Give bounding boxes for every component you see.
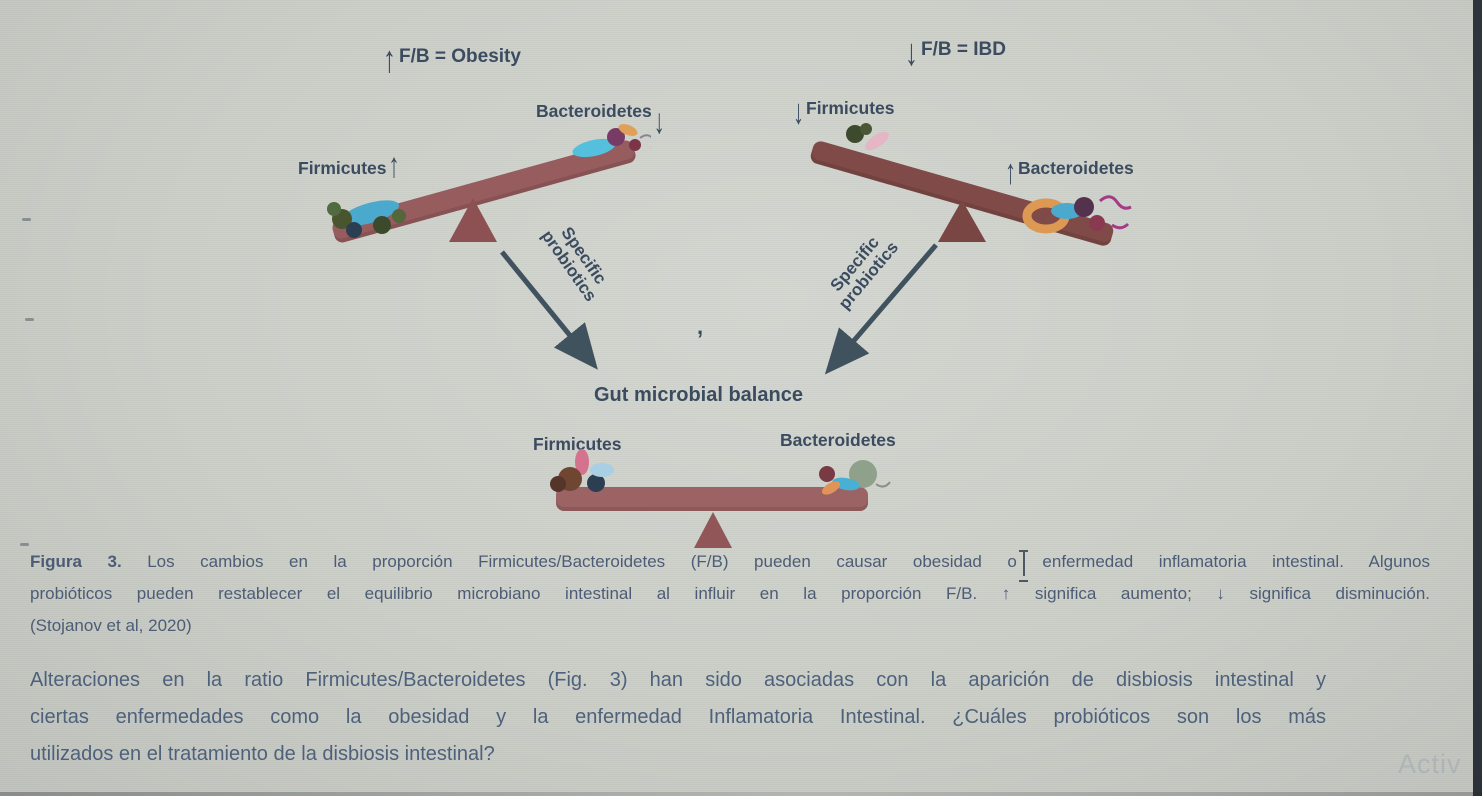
firmicutes-text: Firmicutes [298, 158, 387, 178]
ibd-condition-text: F/B = IBD [921, 39, 1006, 60]
caption-text-1: Los cambios en la proporción Firmicutes/… [121, 552, 1430, 571]
caption-line-2: probióticos pueden restablecer el equili… [30, 584, 1430, 603]
probiotics-label-left: Specific probiotics [537, 223, 611, 305]
firmicutes-text: Firmicutes [533, 434, 622, 454]
ibd-seesaw-fulcrum [938, 200, 986, 242]
caption-figure-number: Figura 3. [30, 552, 122, 571]
up-arrow-icon: ↑ [1005, 151, 1016, 192]
bacteroidetes-text: Bacteroidetes [780, 430, 896, 450]
text-cursor-i-beam [1019, 550, 1028, 582]
caption-line-1: Figura 3. Los cambios en la proporción F… [30, 551, 1430, 573]
obesity-firmicutes-label: Firmicutes ↑ [298, 147, 400, 182]
up-arrow-icon: ↑ [388, 145, 400, 185]
down-arrow-icon: ↓ [905, 30, 918, 74]
question-line-2: ciertas enfermedades como la obesidad y … [30, 706, 1326, 728]
question-line-3: utilizados en el tratamiento de la disbi… [30, 743, 495, 765]
photo-artifact-dash [22, 218, 31, 221]
firmicutes-text: Firmicutes [806, 98, 895, 118]
obesity-seesaw-fulcrum [449, 198, 497, 242]
gut-microbial-balance-title: Gut microbial balance [594, 384, 803, 406]
stray-mark: , [697, 314, 704, 339]
question-line-1: Alteraciones en la ratio Firmicutes/Bact… [30, 669, 1326, 691]
balance-firmicutes-label: Firmicutes [533, 434, 622, 455]
bacteria-cluster-icon [846, 123, 889, 151]
bacteroidetes-text: Bacteroidetes [1018, 158, 1134, 178]
balance-seesaw-fulcrum [694, 512, 732, 548]
activate-watermark: Activ [1398, 749, 1462, 779]
obesity-condition-text: F/B = Obesity [399, 46, 521, 67]
obesity-bacteroidetes-label: Bacteroidetes ↓ [536, 101, 665, 138]
down-arrow-icon: ↓ [793, 91, 804, 132]
question-paragraph: Alteraciones en la ratio Firmicutes/Bact… [30, 662, 1326, 773]
bacteria-cluster-icon [550, 449, 614, 492]
screen-edge-strip [1473, 0, 1482, 796]
caption-line-3: (Stojanov et al, 2020) [30, 616, 192, 635]
bacteroidetes-text: Bacteroidetes [536, 101, 652, 121]
balance-bacteroidetes-label: Bacteroidetes [780, 430, 896, 451]
down-arrow-icon: ↓ [653, 100, 665, 141]
photo-artifact-dash [25, 318, 34, 321]
ibd-condition-label: ↓ F/B = IBD [905, 33, 1006, 71]
probiotics-label-right: Specific probiotics [826, 232, 903, 314]
up-arrow-icon: ↑ [383, 37, 396, 81]
photo-bottom-shade [0, 792, 1482, 796]
bacteria-cluster-icon [327, 200, 406, 238]
photo-artifact-dash [20, 543, 29, 546]
balance-seesaw-beam [556, 487, 868, 511]
figure-caption: Figura 3. Los cambios en la proporción F… [30, 551, 1430, 647]
bacteria-cluster-icon [572, 124, 651, 158]
ibd-firmicutes-label: ↓ Firmicutes [793, 94, 895, 129]
bacteria-cluster-icon [819, 460, 891, 495]
ibd-bacteroidetes-label: ↑ Bacteroidetes [1005, 154, 1134, 189]
bacteria-cluster-icon [1022, 195, 1132, 234]
obesity-condition-label: ↑ F/B = Obesity [383, 40, 521, 78]
